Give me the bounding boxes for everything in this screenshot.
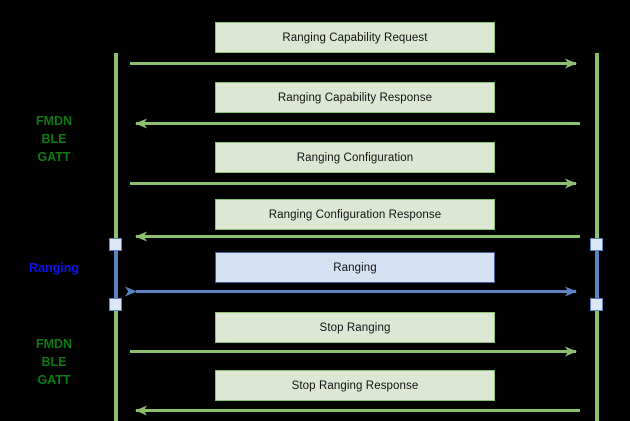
activation-handle-right-bottom[interactable] <box>590 298 603 311</box>
phase-label-line: GATT <box>37 150 71 164</box>
message-box-ranging-capability-request[interactable]: Ranging Capability Request <box>215 22 495 53</box>
message-box-ranging-capability-response[interactable]: Ranging Capability Response <box>215 82 495 113</box>
message-box-ranging-configuration[interactable]: Ranging Configuration <box>215 142 495 173</box>
phase-label-fmdn-bottom: FMDN BLE GATT <box>0 335 108 389</box>
message-box-ranging-configuration-response[interactable]: Ranging Configuration Response <box>215 199 495 230</box>
phase-label-line: BLE <box>41 355 67 369</box>
activation-handle-left-top[interactable] <box>109 238 122 251</box>
message-box-stop-ranging[interactable]: Stop Ranging <box>215 312 495 343</box>
activation-bar-left <box>114 244 118 304</box>
lifeline-right <box>595 53 599 421</box>
activation-handle-left-bottom[interactable] <box>109 298 122 311</box>
phase-label-line: BLE <box>41 132 67 146</box>
phase-label-line: FMDN <box>35 114 73 128</box>
activation-bar-right <box>595 244 599 304</box>
phase-label-ranging: Ranging <box>0 259 108 277</box>
phase-label-line: FMDN <box>35 337 73 351</box>
activation-handle-right-top[interactable] <box>590 238 603 251</box>
phase-label-line: GATT <box>37 373 71 387</box>
message-box-ranging[interactable]: Ranging <box>215 252 495 283</box>
message-box-stop-ranging-response[interactable]: Stop Ranging Response <box>215 370 495 401</box>
lifeline-left <box>114 53 118 421</box>
phase-label-line: Ranging <box>29 261 79 275</box>
phase-label-fmdn-top: FMDN BLE GATT <box>0 112 108 166</box>
